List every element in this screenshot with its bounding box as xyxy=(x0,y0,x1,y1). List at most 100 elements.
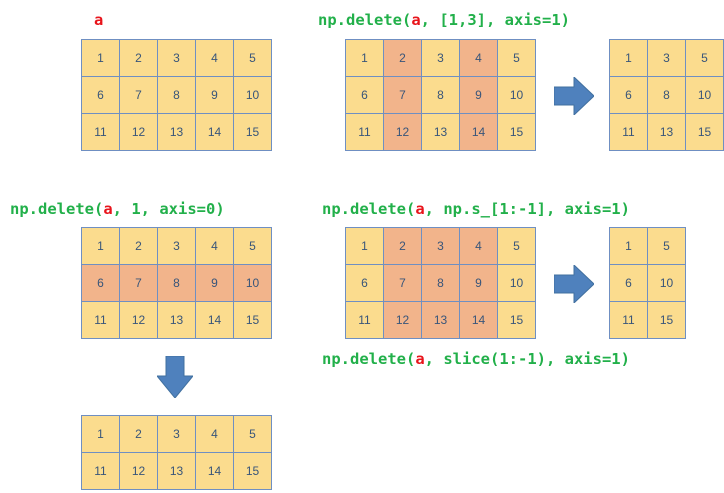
grid-cell: 15 xyxy=(685,113,724,151)
grid-cell: 2 xyxy=(119,415,158,453)
code-suffix: , np.s_[1:-1], axis=1) xyxy=(424,200,630,218)
grid-cell: 11 xyxy=(81,113,120,151)
grid-cell: 4 xyxy=(195,39,234,77)
grid-cell: 11 xyxy=(81,301,120,339)
grid-cell: 5 xyxy=(233,39,272,77)
grid-cell: 1 xyxy=(81,227,120,265)
grid-cell: 3 xyxy=(157,227,196,265)
grid-cell: 13 xyxy=(157,301,196,339)
grid-cell: 5 xyxy=(497,227,536,265)
grid-cell: 9 xyxy=(459,264,498,302)
variable-a: a xyxy=(415,200,425,218)
grid-cell: 5 xyxy=(497,39,536,77)
variable-a: a xyxy=(415,350,425,368)
right-arrow-icon xyxy=(554,265,594,303)
code-prefix: np.delete( xyxy=(318,11,412,29)
grid-cell: 15 xyxy=(497,113,536,151)
grid-cell: 13 xyxy=(157,113,196,151)
variable-a: a xyxy=(103,200,113,218)
grid-cell: 12 xyxy=(119,452,158,490)
grid-cell: 3 xyxy=(421,39,460,77)
grid-cell: 6 xyxy=(609,264,648,302)
down-arrow-icon xyxy=(157,356,193,398)
grid-cell: 11 xyxy=(609,113,648,151)
grid-cell: 11 xyxy=(345,301,384,339)
grid-cell: 11 xyxy=(345,113,384,151)
grid-cell: 3 xyxy=(157,415,196,453)
variable-a: a xyxy=(411,11,421,29)
grid-cell: 14 xyxy=(459,113,498,151)
grid-cell: 10 xyxy=(497,76,536,114)
grid-cell: 10 xyxy=(685,76,724,114)
grid-cell: 1 xyxy=(609,39,648,77)
grid-cell: 1 xyxy=(609,227,648,265)
grid-cell: 13 xyxy=(647,113,686,151)
grid-cell: 8 xyxy=(421,76,460,114)
grid-cell: 12 xyxy=(119,301,158,339)
grid-cell: 9 xyxy=(195,264,234,302)
grid-cell: 11 xyxy=(609,301,648,339)
grid-cell: 12 xyxy=(119,113,158,151)
code-prefix: np.delete( xyxy=(322,200,416,218)
grid-cell: 10 xyxy=(497,264,536,302)
grid-cell: 9 xyxy=(195,76,234,114)
grid-cell: 1 xyxy=(81,39,120,77)
grid-cell: 2 xyxy=(383,39,422,77)
grid-cell: 8 xyxy=(157,264,196,302)
grid-cell: 2 xyxy=(119,227,158,265)
grid-cell: 6 xyxy=(81,264,120,302)
grid-cell: 10 xyxy=(233,264,272,302)
grid-cell: 5 xyxy=(233,415,272,453)
grid-cell: 10 xyxy=(233,76,272,114)
grid-cell: 10 xyxy=(647,264,686,302)
grid-cell: 2 xyxy=(119,39,158,77)
grid-cell: 6 xyxy=(345,264,384,302)
grid-cell: 5 xyxy=(685,39,724,77)
grid-cell: 13 xyxy=(421,301,460,339)
code-suffix: , 1, axis=0) xyxy=(112,200,225,218)
right-arrow-icon xyxy=(554,77,594,115)
grid-cell: 14 xyxy=(195,113,234,151)
grid-cell: 14 xyxy=(195,301,234,339)
delete-s-slice-label: np.delete(a, np.s_[1:-1], axis=1) xyxy=(322,199,630,219)
grid-cell: 3 xyxy=(647,39,686,77)
grid-cell: 14 xyxy=(459,301,498,339)
grid-cell: 15 xyxy=(233,301,272,339)
grid-cell: 4 xyxy=(195,227,234,265)
delete-columns-label: np.delete(a, [1,3], axis=1) xyxy=(318,10,570,30)
grid-cell: 8 xyxy=(157,76,196,114)
grid-cell: 7 xyxy=(119,76,158,114)
grid-cell: 8 xyxy=(421,264,460,302)
code-suffix: , slice(1:-1), axis=1) xyxy=(424,350,630,368)
grid-cell: 1 xyxy=(345,227,384,265)
grid-cell: 8 xyxy=(647,76,686,114)
grid-cell: 7 xyxy=(119,264,158,302)
grid-cell: 9 xyxy=(459,76,498,114)
code-prefix: np.delete( xyxy=(10,200,104,218)
grid-cell: 11 xyxy=(81,452,120,490)
grid-cell: 14 xyxy=(195,452,234,490)
delete-row-label: np.delete(a, 1, axis=0) xyxy=(10,199,225,219)
grid-cell: 15 xyxy=(233,452,272,490)
grid-cell: 4 xyxy=(459,227,498,265)
delete-slice-label: np.delete(a, slice(1:-1), axis=1) xyxy=(322,349,630,369)
code-suffix: , [1,3], axis=1) xyxy=(420,11,570,29)
